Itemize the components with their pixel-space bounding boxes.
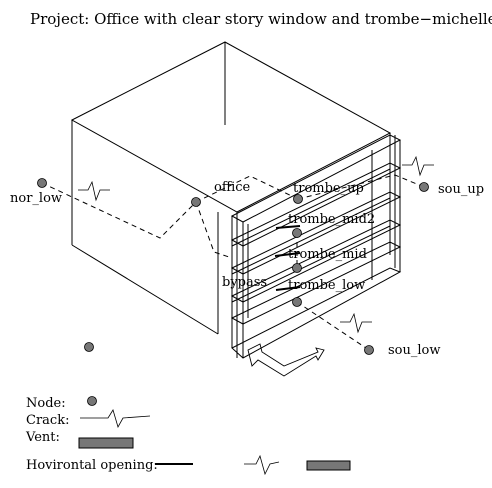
label-office: office (214, 180, 251, 195)
legend: Node: Crack: Vent: Hovirontal opening: (25, 396, 351, 476)
flow-arrow (247, 343, 325, 377)
label-sou_up: sou_up (438, 182, 484, 197)
crack-symbols (78, 155, 434, 334)
diagram-title: Project: Office with clear story window … (30, 10, 492, 28)
nodes (37, 178, 429, 355)
legend-node-symbol (87, 396, 97, 406)
trombe-wall (230, 134, 402, 359)
legend-vent-label: Vent: (25, 430, 60, 445)
label-trombe_mid2: trombe_mid2 (288, 212, 375, 227)
opening-up (275, 225, 301, 229)
opening-low (275, 286, 301, 291)
label-bypass: bypass (222, 275, 267, 290)
horizontal-openings (274, 225, 301, 291)
crack-nor (78, 180, 110, 202)
node-trombe_up (293, 194, 303, 204)
label-nor_low: nor_low (10, 191, 62, 206)
label-trombe_mid: trombe_mid (288, 247, 367, 262)
legend-node-label: Node: (26, 396, 66, 411)
legend-vent-symbol (78, 437, 134, 449)
office-box (70, 41, 392, 358)
legend-crack-symbol (80, 409, 151, 429)
legend-hopening-crack (244, 454, 280, 476)
opening-mid (274, 252, 301, 257)
label-trombe_up: trombe_up (293, 181, 364, 196)
node-nor_low (37, 178, 47, 188)
label-sou_low: sou_low (388, 343, 440, 358)
connections (41, 174, 425, 351)
legend-hopening-vent (306, 460, 351, 471)
node-trombe_mid2 (292, 228, 302, 238)
node-trombe_low (292, 297, 302, 307)
crack-sou-low (340, 312, 372, 334)
node-trombe_mid (292, 263, 302, 273)
node-office (191, 197, 201, 207)
crack-sou-up (402, 155, 434, 177)
legend-crack-label: Crack: (26, 413, 69, 428)
node-sou_up (419, 182, 429, 192)
legend-hopening-label: Hovirontal opening: (26, 458, 158, 473)
node-labels: nor_low office trombe_up trombe_mid2 tro… (10, 180, 484, 358)
label-trombe_low: trombe_low (288, 278, 365, 293)
node-sou_low (364, 345, 374, 355)
node-unlabeled (84, 342, 94, 352)
